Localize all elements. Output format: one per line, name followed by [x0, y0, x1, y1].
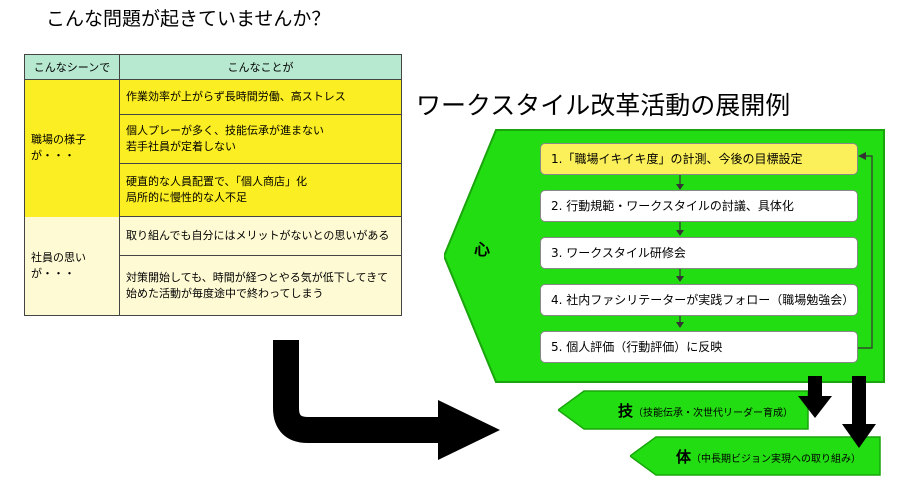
- header-scene: こんなシーンで: [24, 54, 120, 80]
- table-row: 対策開始しても、時間が経つとやる気が低下してきて 始めた活動が毎度途中で終わって…: [25, 255, 402, 316]
- left-title: こんな問題が起きていませんか？: [46, 8, 331, 30]
- table-cell: 硬直的な人員配置で、「個人商店」化 局所的に慢性的な人不足: [119, 163, 402, 217]
- arrow-to-skill: [798, 376, 832, 418]
- cell-line: 局所的に慢性的な人不足: [126, 191, 247, 204]
- body-text: 体（中長期ビジョン実現への取り組み）: [676, 446, 861, 467]
- table-cell: 作業効率が上がらず長時間労働、高ストレス: [119, 79, 402, 115]
- cell-line: 取り組んでも自分にはメリットがないとの思いがある: [126, 229, 390, 242]
- body-note: （中長期ビジョン実現への取り組み）: [691, 454, 862, 465]
- step-1: 1.「職場イキイキ度」の計測、今後の目標設定: [540, 143, 858, 175]
- flow-arrow: [273, 340, 500, 460]
- step-3: 3. ワークスタイル研修会: [540, 237, 858, 269]
- cell-line: 始めた活動が毎度途中で終わってしまう: [126, 286, 324, 300]
- table-row: 職場の様子が・・・ 作業効率が上がらず長時間労働、高ストレス: [24, 79, 402, 217]
- header-what: こんなことが: [119, 54, 402, 80]
- cell-line: 硬直的な人員配置で、「個人商店」化: [126, 175, 308, 188]
- body-banner: [630, 436, 881, 476]
- skill-banner: [558, 390, 809, 430]
- table-cell: 対策開始しても、時間が経つとやる気が低下してきて 始めた活動が毎度途中で終わって…: [119, 255, 402, 316]
- heart-label: 心: [474, 240, 491, 259]
- cell-line: 若手社員が定着しない: [126, 140, 236, 153]
- skill-note: （技能伝承・次世代リーダー育成）: [633, 408, 794, 419]
- arrow-to-body: [842, 376, 876, 448]
- right-title: ワークスタイル改革活動の展開例: [416, 91, 791, 120]
- skill-text: 技（技能伝承・次世代リーダー育成）: [618, 400, 793, 421]
- table-header-row: こんなシーンで こんなことが: [24, 54, 402, 80]
- step-4: 4. 社内ファシリテーターが実践フォロー（職場勉強会）: [540, 284, 858, 316]
- table-cell: 取り組んでも自分にはメリットがないとの思いがある: [119, 216, 402, 256]
- cell-line: 個人プレーが多く、技能伝承が進まない: [126, 124, 324, 137]
- body-label: 体: [676, 448, 692, 466]
- table-row: 社員の思いが・・・ 取り組んでも自分にはメリットがないとの思いがある: [24, 216, 402, 316]
- problem-table: こんなシーンで こんなことが 職場の様子が・・・ 作業効率が上がらず長時間労働、…: [24, 54, 402, 316]
- cell-line: 作業効率が上がらず長時間労働、高ストレス: [126, 90, 346, 103]
- cell-line: 対策開始しても、時間が経つとやる気が低下してきて: [126, 270, 389, 284]
- step-2: 2. 行動規範・ワークスタイルの討議、具体化: [540, 190, 858, 222]
- scene-workplace: 職場の様子が・・・: [24, 79, 120, 217]
- table-row: 個人プレーが多く、技能伝承が進まない 若手社員が定着しない: [25, 114, 402, 164]
- table-cell: 個人プレーが多く、技能伝承が進まない 若手社員が定着しない: [119, 114, 402, 164]
- table-row: 硬直的な人員配置で、「個人商店」化 局所的に慢性的な人不足: [25, 163, 402, 217]
- skill-label: 技: [618, 402, 634, 420]
- step-5: 5. 個人評価（行動評価）に反映: [540, 331, 858, 363]
- scene-employees: 社員の思いが・・・: [24, 216, 120, 316]
